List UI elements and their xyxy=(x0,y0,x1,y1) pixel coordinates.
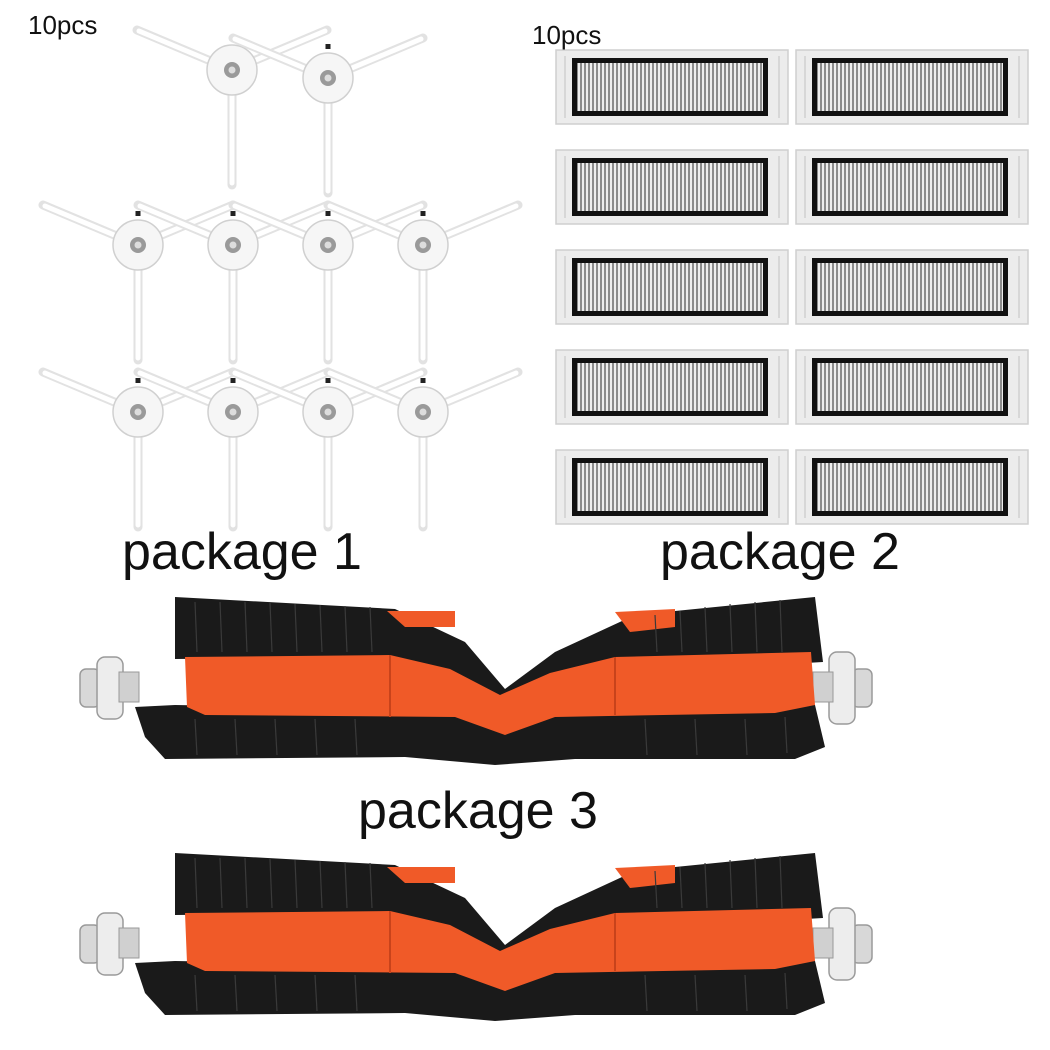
package-1-quantity: 10pcs xyxy=(28,10,98,40)
package-2-quantity: 10pcs xyxy=(532,20,602,50)
filter-icon xyxy=(795,249,1029,325)
package-3-label: package 3 xyxy=(358,782,598,840)
main-brush-icon xyxy=(79,852,873,1022)
filter-icon xyxy=(555,449,789,525)
side-brush-set xyxy=(43,30,518,527)
filter-icon xyxy=(555,149,789,225)
filter-icon xyxy=(555,249,789,325)
main-brush-icon xyxy=(79,596,873,766)
filter-icon xyxy=(795,149,1029,225)
filter-set xyxy=(555,49,1029,525)
package-1-label: package 1 xyxy=(122,523,362,581)
package-2-label: package 2 xyxy=(660,523,900,581)
side-brush-icon xyxy=(137,30,327,185)
filter-icon xyxy=(795,49,1029,125)
filter-icon xyxy=(795,349,1029,425)
filter-icon xyxy=(555,49,789,125)
filter-icon xyxy=(555,349,789,425)
filter-icon xyxy=(795,449,1029,525)
